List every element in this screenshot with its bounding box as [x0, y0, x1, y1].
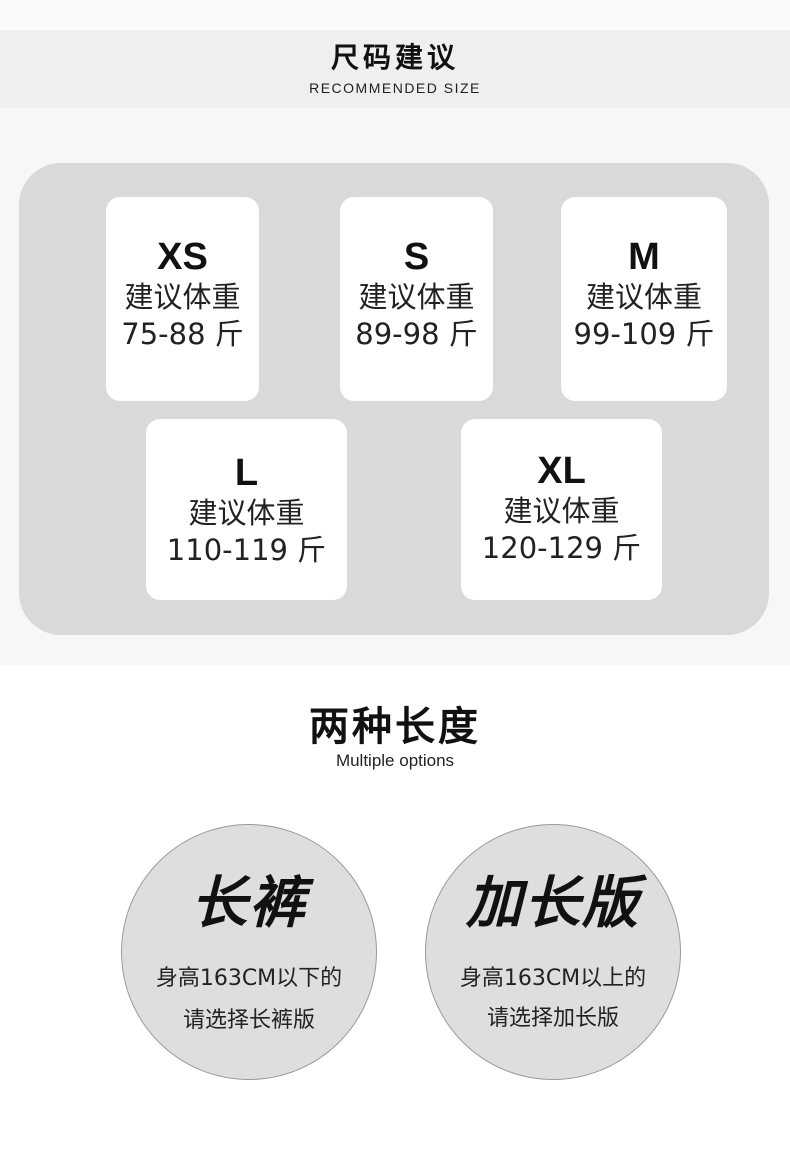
length-title: 两种长度	[309, 704, 481, 750]
size-label: XL	[537, 450, 586, 492]
size-caption: 建议体重	[358, 280, 475, 314]
size-caption: 建议体重	[124, 280, 241, 314]
size-label: XS	[157, 236, 208, 278]
option-desc-line2: 请选择长裤版	[182, 1008, 315, 1033]
option-desc-line1: 身高163CM以上的	[459, 966, 647, 991]
size-label: L	[234, 452, 259, 494]
size-card-s: S 建议体重 89-98 斤	[340, 197, 493, 401]
size-range: 75-88 斤	[121, 317, 244, 351]
header-band	[0, 30, 790, 108]
size-label: S	[403, 236, 430, 278]
section-subtitle: RECOMMENDED SIZE	[309, 80, 481, 96]
size-caption: 建议体重	[503, 494, 620, 528]
option-desc-line1: 身高163CM以下的	[155, 966, 343, 991]
length-subtitle: Multiple options	[335, 751, 455, 770]
size-card-m: M 建议体重 99-109 斤	[561, 197, 727, 401]
size-range: 110-119 斤	[166, 533, 327, 567]
size-label: M	[628, 236, 660, 278]
size-caption: 建议体重	[188, 496, 305, 530]
option-title: 加长版	[466, 871, 640, 936]
size-card-xl: XL 建议体重 120-129 斤	[461, 419, 662, 600]
size-caption: 建议体重	[585, 280, 702, 314]
option-title: 长裤	[191, 871, 307, 936]
option-extended-length: 加长版 身高163CM以上的 请选择加长版	[425, 824, 681, 1080]
size-range: 99-109 斤	[573, 317, 715, 351]
option-regular-length: 长裤 身高163CM以下的 请选择长裤版	[121, 824, 377, 1080]
size-card-l: L 建议体重 110-119 斤	[146, 419, 347, 600]
option-desc-line2: 请选择加长版	[486, 1006, 619, 1031]
size-range: 120-129 斤	[481, 531, 642, 565]
top-strip	[0, 0, 790, 30]
size-range: 89-98 斤	[355, 317, 478, 351]
size-card-xs: XS 建议体重 75-88 斤	[106, 197, 259, 401]
section-title: 尺码建议	[330, 41, 459, 74]
